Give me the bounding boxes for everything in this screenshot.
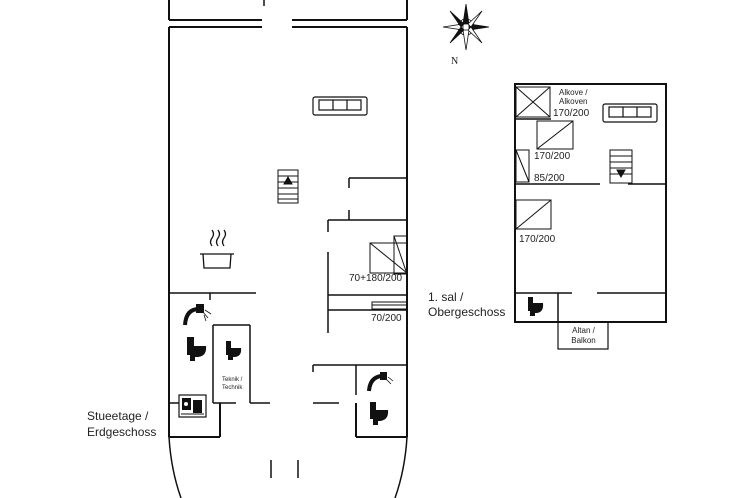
toilet-icon (226, 341, 242, 360)
compass-rose-icon (442, 3, 490, 51)
double-bed (536, 120, 574, 150)
washing-machine-icon (178, 394, 207, 418)
stairs-down-icon (609, 149, 633, 184)
toilet-icon (370, 402, 389, 425)
balcony-label-line2: Balkon (571, 336, 596, 345)
balcony-label-line1: Altan / (572, 326, 595, 335)
lower-double-bed (515, 199, 552, 230)
alcove-bed-size: 170/200 (553, 108, 590, 119)
ground-floor-label-line1: Stueetage / (87, 409, 149, 423)
sofa-icon (602, 103, 658, 123)
shower-icon (183, 304, 212, 326)
ground-floor-label-line2: Erdgeschoss (87, 425, 157, 439)
bunk-bed-size: 70+180/200 (349, 273, 403, 284)
ground-floor-walls (168, 0, 408, 498)
stairs-up-icon (277, 169, 299, 204)
lower-bed-size: 170/200 (519, 234, 556, 245)
technik-label-line1: Teknik / (222, 377, 243, 383)
alcove-bed (515, 86, 551, 118)
alcove-label-line1: Alkove / (559, 88, 588, 97)
alcove-label-line2: Alkoven (559, 97, 588, 106)
upper-floor-label-line2: Obergeschoss (428, 305, 506, 319)
upper-floor-walls (514, 83, 667, 350)
shower-icon (367, 372, 394, 392)
cooking-pot-icon (200, 229, 234, 269)
toilet-icon (528, 297, 544, 316)
single-bed-size: 70/200 (371, 313, 402, 324)
north-label: N (451, 56, 459, 67)
single-bed-upper-size: 85/200 (534, 173, 565, 184)
double-bed-size: 170/200 (534, 151, 571, 162)
single-bed-ground (371, 301, 408, 310)
sofa-icon (312, 96, 368, 116)
upper-floor-label-line1: 1. sal / (428, 290, 464, 304)
toilet-icon (187, 337, 207, 361)
technik-label-line2: Technik (222, 385, 243, 391)
bunk-bed (369, 235, 408, 275)
single-bed-upper (515, 149, 530, 183)
